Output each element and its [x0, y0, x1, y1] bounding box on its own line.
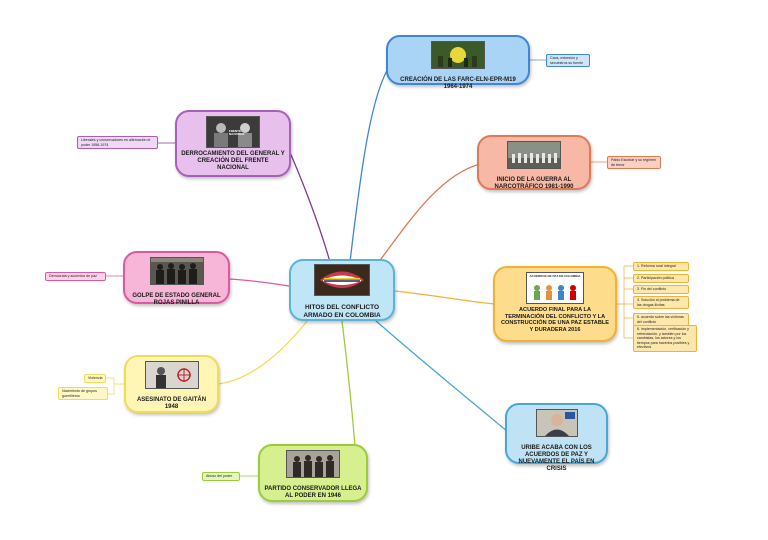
acuerdo-note-3[interactable]: 3. Fin del conflicto: [633, 285, 689, 294]
gaitan-note-1[interactable]: Violencia: [84, 374, 106, 383]
topic-narcotrafico-label: INICIO DE LA GUERRA AL NARCOTRÁFICO 1981…: [494, 177, 574, 190]
farc-note[interactable]: Caos, extorsión y secuestros su fuente: [546, 54, 590, 67]
topic-farc-label: CREACIÓN DE LAS FARC-ELN-EPR-M19 1964-19…: [400, 77, 516, 90]
central-topic-label: HITOS DEL CONFLICTO ARMADO EN COLOMBIA: [303, 304, 381, 319]
acuerdo-note-4[interactable]: 4. Solución al problema de las drogas il…: [633, 296, 689, 309]
uribe-photo-icon: [535, 409, 578, 437]
topic-derrocamiento-label: DERROCAMIENTO DEL GENERAL Y CREACIÓN DEL…: [181, 151, 285, 171]
gaitan-photo-icon: [144, 361, 199, 389]
frente-nacional-caption: FRENTE NACIONAL: [229, 129, 245, 136]
link-rojas: [228, 278, 290, 287]
link-derroc: [287, 147, 331, 263]
people-icon: [534, 285, 576, 300]
link-acuerdo-notes: [617, 265, 633, 339]
link-narco: [377, 163, 481, 264]
topic-narcotrafico[interactable]: INICIO DE LA GUERRA AL NARCOTRÁFICO 1981…: [477, 135, 591, 190]
peace-agreement-image: ACUERDOS DE PAZ EN COLOMBIA: [526, 272, 584, 304]
topic-uribe[interactable]: URIBE ACABA CON LOS ACUERDOS DE PAZ Y NU…: [505, 403, 608, 472]
topic-golpe-rojas-pinilla[interactable]: GOLPE DE ESTADO GENERAL ROJAS PINILLA: [123, 251, 230, 306]
link-uribe: [374, 319, 509, 433]
conserv-note[interactable]: Abuso del poder: [202, 472, 240, 481]
topic-asesinato-gaitan-label: ASESINATO DE GAITÁN 1948: [136, 397, 207, 410]
politicians-icon: [214, 123, 252, 147]
topic-golpe-rojas-pinilla-label: GOLPE DE ESTADO GENERAL ROJAS PINILLA: [132, 293, 221, 306]
lips-flag-icon: [314, 264, 370, 296]
acuerdo-note-6[interactable]: 6. implementación, verificación y refren…: [633, 325, 697, 352]
frente-nacional-photo: FRENTE NACIONAL: [206, 116, 260, 148]
topic-partido-conservador[interactable]: PARTIDO CONSERVADOR LLEGA AL PODER EN 19…: [258, 444, 368, 502]
topic-farc[interactable]: CREACIÓN DE LAS FARC-ELN-EPR-M19 1964-19…: [386, 35, 530, 90]
topic-acuerdo-final-label: ACUERDO FINAL PARA LA TERMINACIÓN DEL CO…: [500, 307, 610, 333]
acuerdo-note-1[interactable]: 1. Reforma rural integral: [633, 262, 689, 271]
gaitan-note-2[interactable]: Nacimiento de grupos guerrilleros: [58, 387, 108, 400]
topic-uribe-label: URIBE ACABA CON LOS ACUERDOS DE PAZ Y NU…: [518, 445, 595, 472]
topic-partido-conservador-label: PARTIDO CONSERVADOR LLEGA AL PODER EN 19…: [264, 486, 362, 499]
acuerdo-note-2[interactable]: 2. Participación política: [633, 274, 689, 283]
topic-derrocamiento[interactable]: FRENTE NACIONAL DERROCAMIENTO DEL GENERA…: [175, 110, 291, 177]
narco-note[interactable]: Pablo Escobar y su régimen de terror: [607, 156, 661, 169]
central-topic[interactable]: HITOS DEL CONFLICTO ARMADO EN COLOMBIA: [289, 259, 395, 321]
peace-agreement-caption: ACUERDOS DE PAZ EN COLOMBIA: [529, 274, 581, 278]
farc-photo-icon: [431, 41, 485, 69]
derroc-note[interactable]: Liberales y conservadores en alternación…: [77, 136, 158, 149]
link-gaitan-notes: [104, 377, 124, 395]
link-farc: [349, 61, 393, 263]
link-gaitan: [217, 319, 309, 385]
topic-asesinato-gaitan[interactable]: ASESINATO DE GAITÁN 1948: [124, 355, 219, 413]
soldiers-photo-icon: [507, 141, 561, 169]
link-conserv: [341, 320, 356, 447]
link-acuerdo: [394, 290, 496, 305]
rojas-note[interactable]: Demócrata y acuerdos de paz: [45, 272, 106, 281]
topic-acuerdo-final[interactable]: ACUERDOS DE PAZ EN COLOMBIA ACUERDO FINA…: [493, 266, 617, 342]
conservative-party-photo-icon: [286, 450, 340, 478]
rojas-pinilla-photo-icon: [149, 257, 204, 285]
